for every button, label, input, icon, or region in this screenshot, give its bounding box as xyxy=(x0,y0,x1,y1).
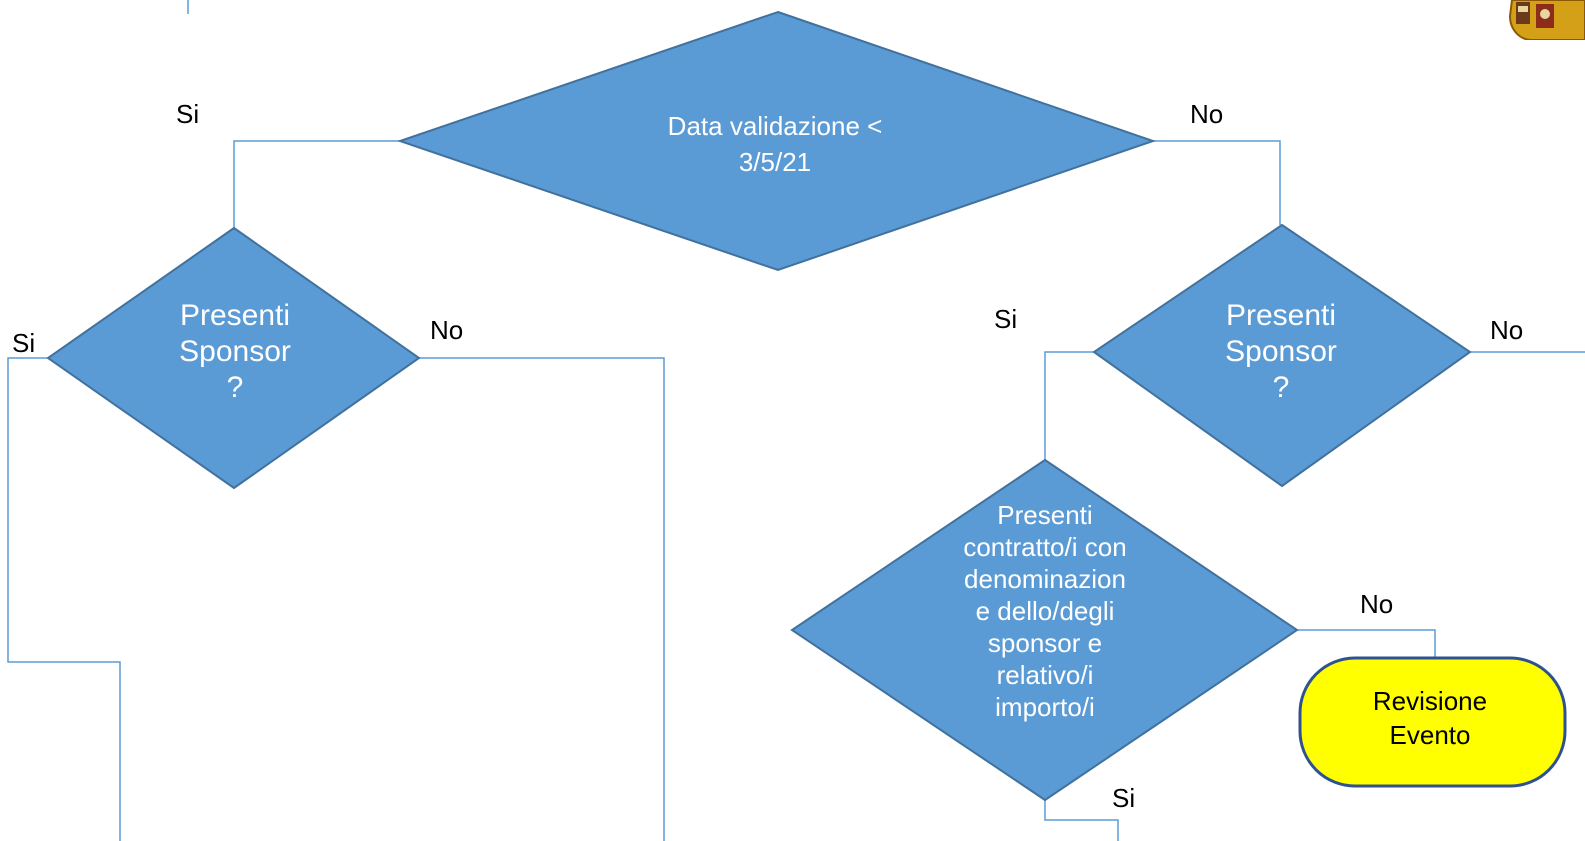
decision-presenti-contratto xyxy=(790,458,1299,802)
decision-presenti-sponsor-left xyxy=(46,226,421,490)
edge-label-top-si: Si xyxy=(176,99,200,129)
edge-label-contract-si: Si xyxy=(1112,783,1136,813)
edge-label-top-no: No xyxy=(1190,99,1224,129)
connector-contract-no xyxy=(1297,629,1436,658)
decision-presenti-sponsor-right-label: Presenti Sponsor ? xyxy=(1225,299,1337,404)
edge-label-left-no: No xyxy=(430,315,464,345)
connector-contract-si xyxy=(1044,800,1119,841)
edge-label-contract-no: No xyxy=(1360,589,1394,619)
decision-data-validazione xyxy=(396,10,1157,272)
terminal-revisione-evento xyxy=(1298,656,1567,788)
connector-left-no xyxy=(419,357,665,841)
decision-presenti-sponsor-left-label: Presenti Sponsor ? xyxy=(179,299,291,404)
decision-presenti-contratto-label: Presenti contratto/i con denominazion e … xyxy=(963,500,1127,722)
decision-presenti-sponsor-right xyxy=(1092,223,1472,488)
connector-top-si xyxy=(233,140,400,228)
decision-data-validazione-label: Data validazione < 3/5/21 xyxy=(667,111,883,178)
connector-right-si xyxy=(1044,351,1094,460)
connector-left-si xyxy=(7,357,121,841)
crest-logo-icon xyxy=(1508,0,1585,40)
edge-label-right-no: No xyxy=(1490,315,1524,345)
connector-top-no xyxy=(1153,140,1281,225)
terminal-revisione-evento-label: Revisione Evento xyxy=(1372,686,1488,750)
edge-label-right-si: Si xyxy=(994,304,1018,334)
edge-label-left-si: Si xyxy=(12,328,36,358)
